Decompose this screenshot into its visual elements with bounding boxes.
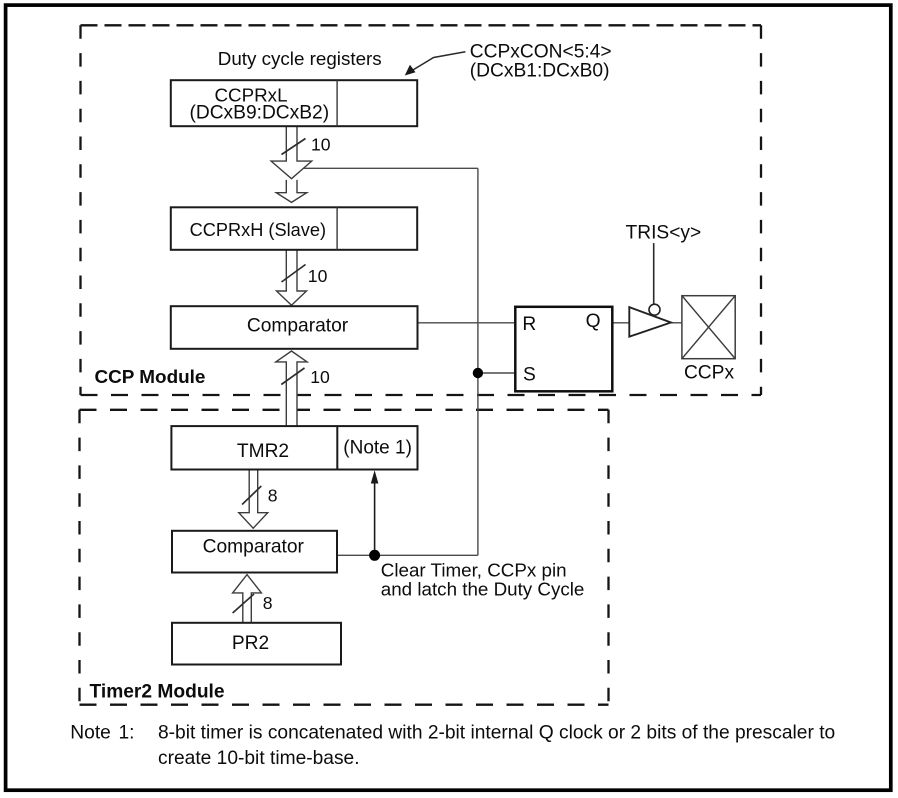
svg-text:8-bit timer is concatenated wi: 8-bit timer is concatenated with 2-bit i… <box>158 723 835 744</box>
svg-text:(DCxB1:DCxB0): (DCxB1:DCxB0) <box>470 61 610 82</box>
svg-text:R: R <box>522 314 536 335</box>
svg-text:8: 8 <box>263 593 273 613</box>
svg-text:Note: Note <box>70 723 111 744</box>
svg-text:Q: Q <box>586 311 601 332</box>
svg-text:10: 10 <box>308 266 328 286</box>
svg-text:TRIS<y>: TRIS<y> <box>626 222 702 243</box>
svg-text:Timer2 Module: Timer2 Module <box>90 682 225 703</box>
svg-text:S: S <box>523 365 536 386</box>
svg-text:8: 8 <box>268 486 278 506</box>
svg-text:CCPx: CCPx <box>684 362 735 383</box>
svg-text:10: 10 <box>311 134 331 154</box>
svg-text:(Note 1): (Note 1) <box>343 438 412 459</box>
svg-text:Duty cycle registers: Duty cycle registers <box>218 48 382 69</box>
svg-text:create 10-bit time-base.: create 10-bit time-base. <box>158 748 360 769</box>
svg-text:CCP Module: CCP Module <box>95 367 206 388</box>
svg-text:TMR2: TMR2 <box>237 441 289 462</box>
svg-text:Clear Timer, CCPx pin: Clear Timer, CCPx pin <box>381 560 567 581</box>
svg-text:PR2: PR2 <box>232 633 269 654</box>
svg-text:10: 10 <box>310 367 330 387</box>
svg-text:Comparator: Comparator <box>203 537 305 558</box>
svg-text:CCPRxH (Slave): CCPRxH (Slave) <box>190 220 326 240</box>
svg-text:1:: 1: <box>119 723 135 744</box>
svg-text:(DCxB9:DCxB2): (DCxB9:DCxB2) <box>189 102 329 123</box>
svg-text:Comparator: Comparator <box>247 316 349 337</box>
svg-text:and latch the Duty Cycle: and latch the Duty Cycle <box>381 579 585 600</box>
svg-text:CCPRxL: CCPRxL <box>214 84 287 105</box>
svg-text:CCPxCON<5:4>: CCPxCON<5:4> <box>470 41 612 62</box>
